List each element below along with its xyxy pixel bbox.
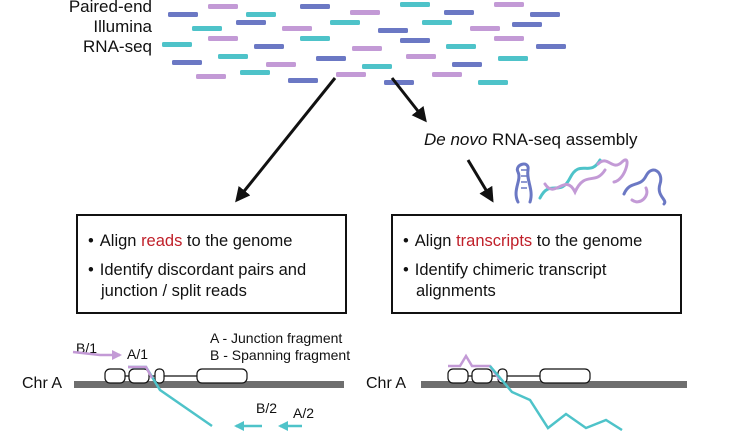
- sequencing-read: [494, 2, 524, 7]
- bullet-dot: •: [403, 261, 409, 279]
- b2-label: B/2: [256, 400, 278, 416]
- right-gene-model: [447, 368, 591, 384]
- left-chromosome-bar: [74, 381, 344, 388]
- right-chr-label: Chr A: [366, 375, 407, 392]
- discordant-line2: junction / split reads: [101, 282, 247, 300]
- arrow-to-align-reads: [235, 77, 337, 203]
- sequencing-read: [330, 20, 360, 25]
- sequencing-read: [288, 78, 318, 83]
- right-chromosome-bar: [421, 381, 687, 388]
- left-gene-model: [104, 368, 248, 384]
- arrow-to-assembly: [390, 77, 427, 123]
- sequencing-read: [300, 4, 330, 9]
- sequencing-read: [384, 80, 414, 85]
- sequencing-read: [192, 26, 222, 31]
- sequencing-read: [300, 36, 330, 41]
- assembly-label-italic: De novo: [424, 130, 488, 149]
- a1-label: A/1: [127, 346, 149, 362]
- left-chr-label: Chr A: [22, 375, 63, 392]
- sequencing-read: [316, 56, 346, 61]
- sequencing-read: [336, 72, 366, 77]
- align-transcripts-pre: Align: [414, 232, 457, 250]
- align-reads-pre: Align: [99, 232, 142, 250]
- sequencing-read: [254, 44, 284, 49]
- align-transcripts-post: to the genome: [532, 232, 643, 250]
- a2-label: A/2: [293, 405, 315, 421]
- sequencing-read: [406, 54, 436, 59]
- sequencing-read: [208, 4, 238, 9]
- sequencing-read: [498, 56, 528, 61]
- sequencing-read: [432, 72, 462, 77]
- sequencing-read: [196, 74, 226, 79]
- sequencing-read: [452, 62, 482, 67]
- reads-label-line2: Illumina: [93, 17, 152, 36]
- sequencing-read: [536, 44, 566, 49]
- align-transcripts-highlight: transcripts: [456, 232, 533, 250]
- assembly-label-rest: RNA-seq assembly: [487, 130, 638, 149]
- legend-spanning: B - Spanning fragment: [210, 347, 351, 363]
- align-transcripts-bullet: • Align transcripts to the genome: [403, 231, 642, 252]
- discordant-pairs-bullet: • Identify discordant pairs and junction …: [88, 260, 306, 302]
- chimeric-bullet: • Identify chimeric transcript alignments: [403, 260, 606, 302]
- bullet-dot: •: [88, 261, 94, 279]
- sequencing-read: [378, 28, 408, 33]
- sequencing-read: [208, 36, 238, 41]
- reads-label: Paired-end Illumina RNA-seq: [40, 0, 152, 57]
- chimeric-line1: Identify chimeric transcript: [414, 261, 607, 279]
- align-reads-post: to the genome: [182, 232, 293, 250]
- sequencing-read: [400, 38, 430, 43]
- reads-label-line3: RNA-seq: [83, 37, 152, 56]
- chimeric-transcript-teal: [489, 365, 623, 431]
- bullet-dot: •: [403, 232, 409, 250]
- sequencing-read: [444, 10, 474, 15]
- legend-junction: A - Junction fragment: [210, 330, 343, 346]
- sequencing-read: [168, 12, 198, 17]
- chimeric-line2: alignments: [416, 282, 496, 300]
- sequencing-read: [530, 12, 560, 17]
- sequencing-read: [240, 70, 270, 75]
- b1-read-arrow: [72, 350, 122, 360]
- sequencing-read: [422, 20, 452, 25]
- align-reads-box: • Align reads to the genome • Identify dis…: [76, 214, 347, 314]
- sequencing-read: [400, 2, 430, 7]
- sequencing-read: [246, 12, 276, 17]
- sequencing-read: [362, 64, 392, 69]
- sequencing-read: [470, 26, 500, 31]
- sequencing-read: [236, 20, 266, 25]
- align-reads-bullet: • Align reads to the genome: [88, 231, 292, 252]
- sequencing-read: [478, 80, 508, 85]
- sequencing-read: [352, 46, 382, 51]
- align-reads-highlight: reads: [141, 232, 183, 250]
- sequencing-read: [162, 42, 192, 47]
- sequencing-read: [266, 62, 296, 67]
- sequencing-read: [494, 36, 524, 41]
- sequencing-read: [172, 60, 202, 65]
- assembly-label: De novo RNA-seq assembly: [424, 130, 638, 150]
- sequencing-read: [446, 44, 476, 49]
- discordant-line1: Identify discordant pairs and: [99, 261, 307, 279]
- reads-label-line1: Paired-end: [68, 0, 152, 16]
- align-transcripts-box: • Align transcripts to the genome • Identi…: [391, 214, 682, 314]
- sequencing-read: [282, 26, 312, 31]
- arrow-to-align-transcripts: [466, 159, 494, 203]
- bullet-dot: •: [88, 232, 94, 250]
- sequencing-read: [350, 10, 380, 15]
- sequencing-read: [512, 22, 542, 27]
- sequencing-read: [218, 54, 248, 59]
- a1-purple-segment: [128, 365, 154, 379]
